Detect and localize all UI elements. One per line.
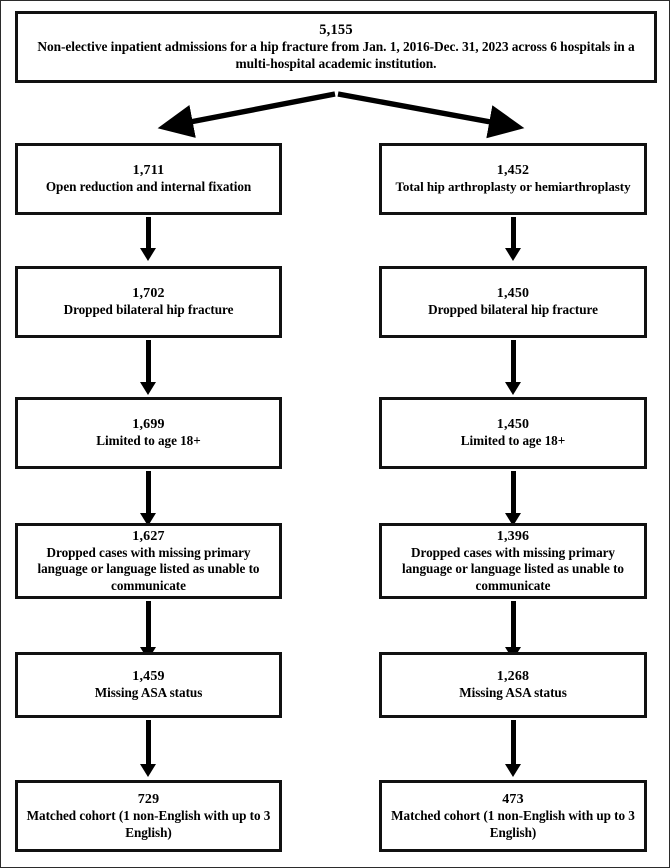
- flow-box-count: 1,268: [496, 669, 530, 685]
- flow-box-label: Dropped cases with missing primary langu…: [37, 545, 260, 593]
- flow-box-orif-step-6: 729 Matched cohort (1 non-English with u…: [15, 780, 282, 852]
- flow-box-count: 1,450: [496, 417, 530, 433]
- flow-box-arthroplasty-step-6: 473 Matched cohort (1 non-English with u…: [379, 780, 647, 852]
- flow-box-arthroplasty-step-1: 1,452 Total hip arthroplasty or hemiarth…: [379, 143, 647, 215]
- flow-box-label: Matched cohort (1 non-English with up to…: [26, 808, 271, 840]
- flow-box-count: 473: [502, 792, 524, 808]
- flow-box-label: Dropped bilateral hip fracture: [63, 302, 234, 318]
- flow-box-label: Dropped bilateral hip fracture: [428, 302, 598, 318]
- flow-box-count: 1,459: [132, 669, 165, 685]
- flow-box-label: Missing ASA status: [459, 685, 567, 701]
- flow-box-orif-step-4: 1,627 Dropped cases with missing primary…: [15, 523, 282, 599]
- flow-box-count: 1,450: [496, 286, 530, 302]
- flow-box-label: Non-elective inpatient admissions for a …: [37, 39, 635, 71]
- flow-box-count: 5,155: [319, 21, 353, 38]
- branch-arrow-left: [157, 91, 336, 138]
- flow-box-orif-step-5: 1,459 Missing ASA status: [15, 652, 282, 718]
- flow-box-label: Limited to age 18+: [96, 433, 201, 449]
- flow-box-arthroplasty-step-2: 1,450 Dropped bilateral hip fracture: [379, 266, 647, 338]
- branch-arrow-right: [337, 91, 525, 139]
- flow-box-orif-step-2: 1,702 Dropped bilateral hip fracture: [15, 266, 282, 338]
- flow-box-count: 1,627: [132, 528, 165, 544]
- flow-box-count: 1,702: [132, 286, 165, 302]
- flow-box-label: Dropped cases with missing primary langu…: [402, 545, 624, 593]
- flow-box-label: Missing ASA status: [94, 685, 203, 701]
- flow-box-label: Total hip arthroplasty or hemiarthroplas…: [395, 179, 631, 195]
- flow-box-label: Matched cohort (1 non-English with up to…: [391, 808, 635, 840]
- flow-box-orif-step-3: 1,699 Limited to age 18+: [15, 397, 282, 469]
- flow-box-root: 5,155 Non-elective inpatient admissions …: [15, 11, 657, 83]
- flow-box-count: 1,711: [132, 163, 165, 179]
- flow-box-label: Limited to age 18+: [460, 433, 566, 449]
- flow-box-label: Open reduction and internal fixation: [45, 179, 252, 195]
- flow-box-arthroplasty-step-4: 1,396 Dropped cases with missing primary…: [379, 523, 647, 599]
- flow-box-count: 729: [137, 792, 160, 808]
- flow-box-arthroplasty-step-5: 1,268 Missing ASA status: [379, 652, 647, 718]
- flow-box-count: 1,452: [496, 163, 530, 179]
- flow-box-orif-step-1: 1,711 Open reduction and internal fixati…: [15, 143, 282, 215]
- flow-box-count: 1,699: [132, 417, 165, 433]
- flow-box-count: 1,396: [496, 528, 530, 544]
- flow-box-arthroplasty-step-3: 1,450 Limited to age 18+: [379, 397, 647, 469]
